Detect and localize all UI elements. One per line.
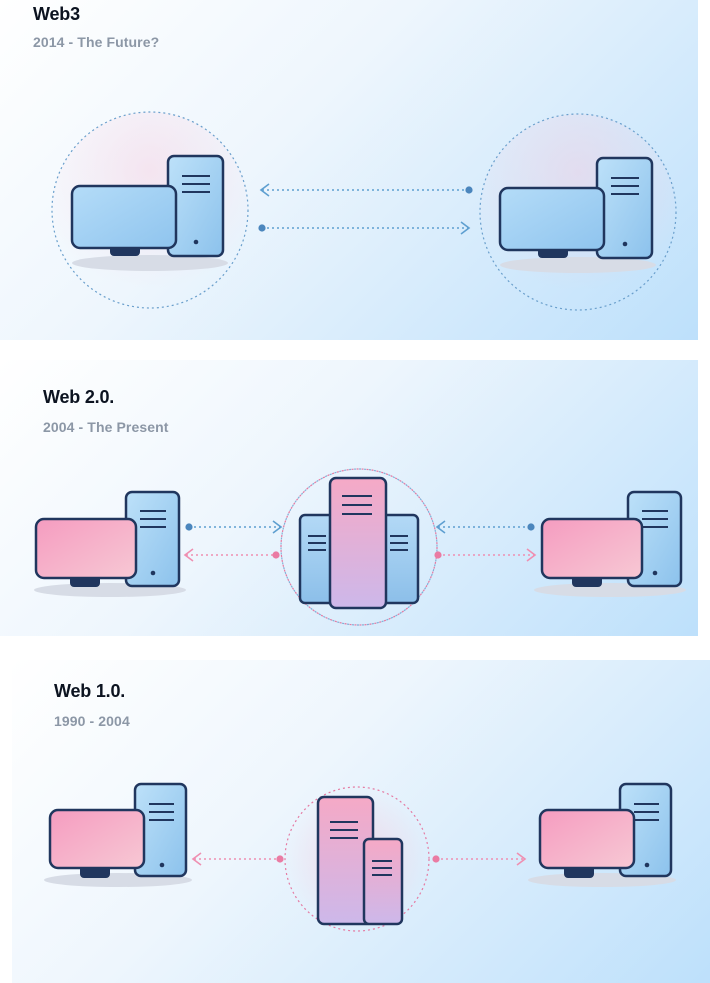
left-computer-icon bbox=[34, 490, 186, 597]
right-computer-icon bbox=[528, 782, 676, 887]
arrow-right-to-left bbox=[259, 183, 473, 197]
web3-subtitle: 2014 - The Future? bbox=[33, 34, 160, 50]
arrow-server-to-right-client bbox=[432, 852, 527, 866]
web2-subtitle: 2004 - The Present bbox=[43, 419, 169, 435]
web2-title: Web 2.0. bbox=[43, 387, 115, 407]
central-server-icon bbox=[298, 476, 420, 610]
web1-panel: Web 1.0. 1990 - 2004 bbox=[12, 660, 710, 983]
web3-diagram bbox=[51, 111, 677, 311]
web1-title: Web 1.0. bbox=[54, 681, 126, 701]
web2-panel: Web 2.0. 2004 - The Present bbox=[0, 360, 698, 636]
web1-diagram bbox=[44, 782, 676, 932]
right-computer-icon bbox=[498, 156, 656, 273]
left-computer-icon bbox=[70, 154, 228, 271]
web3-panel: Web3 2014 - The Future? bbox=[0, 0, 698, 340]
arrow-left-to-right bbox=[258, 221, 471, 235]
arrow-client-to-server-left bbox=[185, 520, 283, 534]
left-computer-icon bbox=[44, 782, 192, 887]
web3-title: Web3 bbox=[33, 4, 80, 24]
central-server-icon bbox=[316, 795, 404, 926]
arrow-server-to-client-left bbox=[183, 548, 280, 562]
central-server-circle bbox=[280, 468, 438, 626]
arrow-server-to-client-right bbox=[434, 548, 537, 562]
arrow-client-to-server-right bbox=[435, 520, 535, 534]
right-computer-icon bbox=[534, 490, 686, 597]
web1-subtitle: 1990 - 2004 bbox=[54, 713, 130, 729]
arrow-server-to-left-client bbox=[191, 852, 284, 866]
web2-diagram bbox=[34, 468, 686, 626]
